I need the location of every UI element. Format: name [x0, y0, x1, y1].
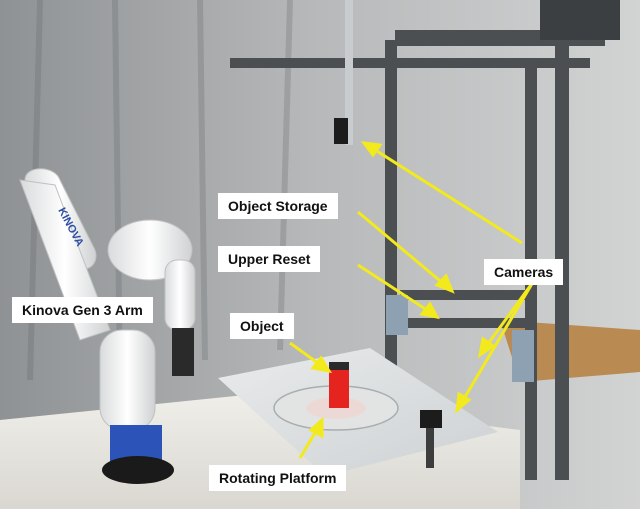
- label-object-storage: Object Storage: [218, 193, 338, 219]
- label-cameras: Cameras: [484, 259, 564, 285]
- arrow-object-storage: [357, 210, 446, 287]
- annotation-arrows: [289, 141, 535, 459]
- arrow-camera-right: [460, 281, 535, 403]
- arrow-top-camera: [371, 146, 523, 245]
- top-camera: [334, 118, 348, 144]
- label-upper-reset: Upper Reset: [218, 246, 321, 272]
- label-rotating-platform: Rotating Platform: [209, 465, 347, 491]
- red-object-block: [329, 368, 349, 408]
- frame-brackets: [386, 295, 534, 382]
- side-camera: [420, 410, 442, 428]
- label-object: Object: [230, 313, 294, 339]
- label-kinova-arm: Kinova Gen 3 Arm: [12, 297, 153, 323]
- arrow-upper-reset: [357, 263, 431, 314]
